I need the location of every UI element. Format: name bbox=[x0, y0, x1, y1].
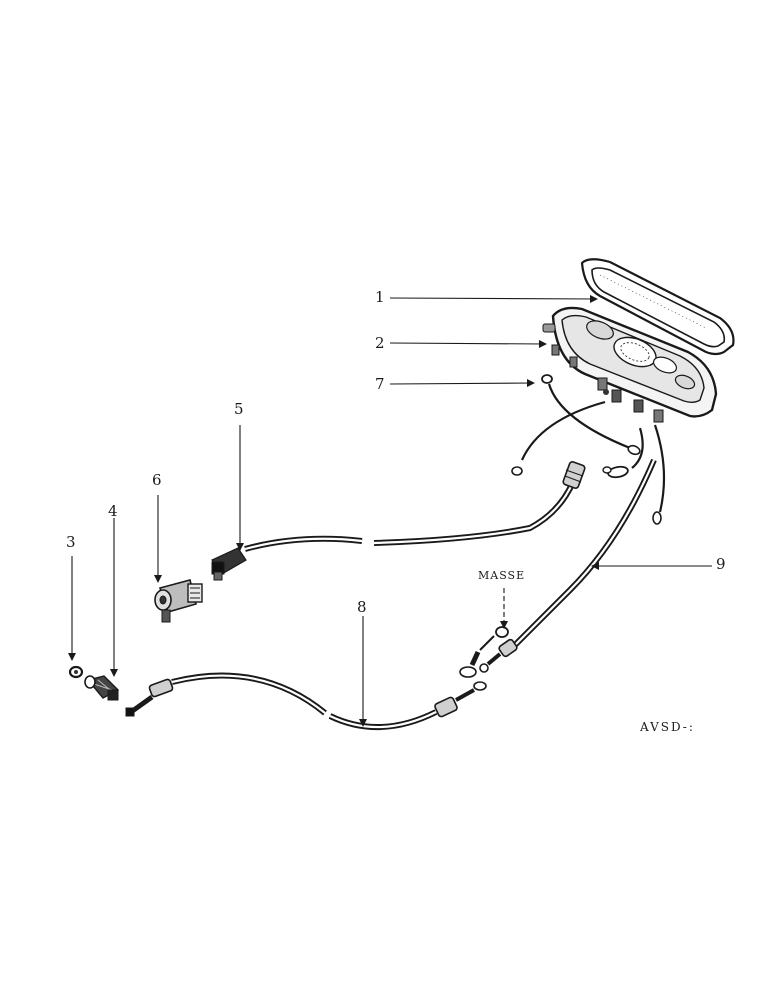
callout-label-5: 5 bbox=[234, 400, 244, 418]
callout-label-3: 3 bbox=[66, 533, 76, 551]
masse-ground-label: MASSE bbox=[478, 569, 526, 582]
washer-part-3 bbox=[68, 665, 84, 679]
wire-harness-part-7 bbox=[511, 374, 666, 525]
callout-label-4: 4 bbox=[108, 502, 118, 520]
callout-label-7: 7 bbox=[375, 375, 385, 393]
angle-drive-part-6 bbox=[154, 579, 203, 623]
callout-label-1: 1 bbox=[375, 288, 385, 306]
callout-label-8: 8 bbox=[357, 598, 367, 616]
adaptor-part-4 bbox=[84, 675, 120, 701]
drawing-code-label: AVSD-: bbox=[640, 720, 695, 734]
ground-wire-part-9 bbox=[459, 458, 657, 678]
callout-label-6: 6 bbox=[152, 471, 162, 489]
speedometer-cable-part-5 bbox=[211, 461, 586, 581]
instrument-cluster-part-2 bbox=[542, 306, 718, 423]
tachometer-cable-part-8 bbox=[125, 672, 487, 731]
gasket-part-1 bbox=[580, 258, 735, 356]
callout-label-9: 9 bbox=[716, 555, 726, 573]
leader-lines bbox=[68, 294, 712, 727]
callout-label-2: 2 bbox=[375, 334, 385, 352]
